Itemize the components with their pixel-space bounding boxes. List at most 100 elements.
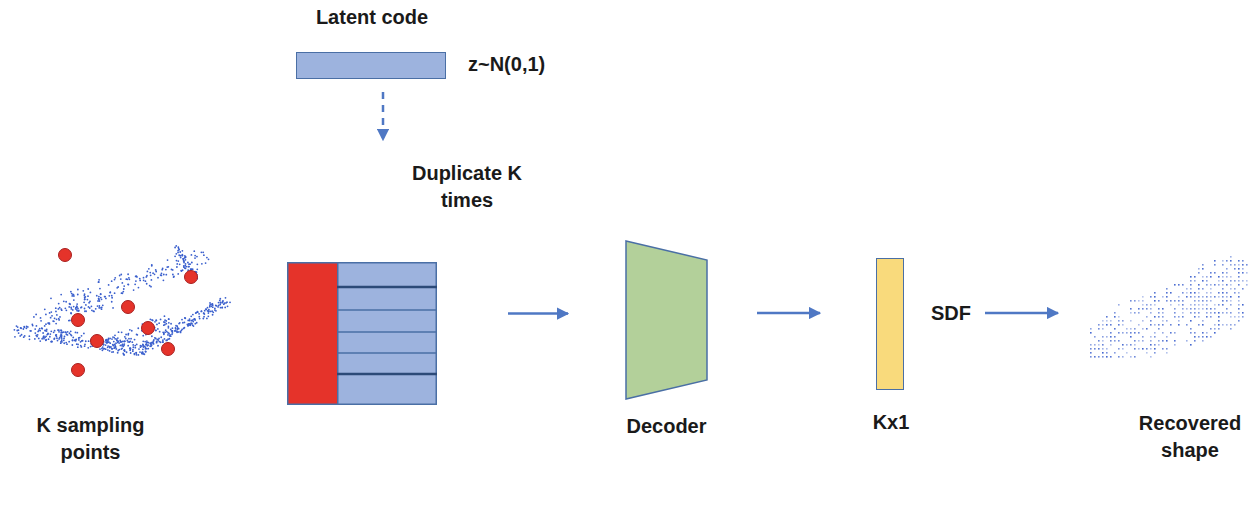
cloud-point xyxy=(113,337,115,339)
cloud-point xyxy=(154,273,156,275)
cloud-point xyxy=(134,345,136,347)
cloud-point xyxy=(161,274,163,276)
cloud-point xyxy=(179,331,181,333)
cloud-point xyxy=(189,318,191,320)
row-separator xyxy=(337,309,437,311)
voxel-point xyxy=(1222,288,1224,290)
voxel-point xyxy=(1182,284,1184,286)
cloud-point xyxy=(207,310,209,312)
cloud-point xyxy=(65,301,67,303)
voxel-point xyxy=(1238,320,1240,322)
voxel-point xyxy=(1202,324,1204,326)
cloud-point xyxy=(145,346,147,348)
cloud-point xyxy=(149,345,151,347)
cloud-point xyxy=(117,286,119,288)
voxel-point xyxy=(1174,344,1176,346)
cloud-point xyxy=(75,308,77,310)
cloud-point xyxy=(81,306,83,308)
voxel-point xyxy=(1106,324,1108,326)
cloud-point xyxy=(116,338,118,340)
voxel-point xyxy=(1134,332,1136,334)
voxel-point xyxy=(1238,284,1240,286)
cloud-point xyxy=(211,304,213,306)
voxel-point xyxy=(1178,284,1180,286)
cloud-point xyxy=(47,333,49,335)
cloud-point xyxy=(164,315,166,317)
cloud-point xyxy=(132,349,134,351)
cloud-point xyxy=(222,300,224,302)
cloud-point xyxy=(212,304,214,306)
cloud-point xyxy=(98,281,100,283)
cloud-point xyxy=(78,310,80,312)
cloud-point xyxy=(183,266,185,268)
sampling-point xyxy=(91,335,104,348)
voxel-point xyxy=(1190,296,1192,298)
voxel-point xyxy=(1118,320,1120,322)
cloud-point xyxy=(45,339,47,341)
cloud-point xyxy=(23,326,25,328)
voxel-point xyxy=(1142,336,1144,338)
voxel-point xyxy=(1134,312,1136,314)
cloud-point xyxy=(84,344,86,346)
cloud-point xyxy=(184,265,186,267)
cloud-point xyxy=(118,349,120,351)
cloud-point xyxy=(70,330,72,332)
voxel-point xyxy=(1238,304,1240,306)
cloud-point xyxy=(160,336,162,338)
voxel-point xyxy=(1186,288,1188,290)
cloud-point xyxy=(221,307,223,309)
voxel-point xyxy=(1166,300,1168,302)
cloud-point xyxy=(65,309,67,311)
voxel-point xyxy=(1194,280,1196,282)
cloud-point xyxy=(112,351,114,353)
cloud-point xyxy=(121,282,123,284)
cloud-point xyxy=(173,276,175,278)
voxel-point xyxy=(1130,344,1132,346)
voxel-point xyxy=(1190,280,1192,282)
voxel-point xyxy=(1186,340,1188,342)
cloud-point xyxy=(154,321,156,323)
voxel-point xyxy=(1222,280,1224,282)
voxel-point xyxy=(1150,348,1152,350)
voxel-point-cloud xyxy=(1090,256,1248,358)
cloud-point xyxy=(136,354,138,356)
voxel-point xyxy=(1226,300,1228,302)
voxel-point xyxy=(1122,332,1124,334)
voxel-point xyxy=(1146,348,1148,350)
cloud-point xyxy=(150,345,152,347)
cloud-point xyxy=(18,329,20,331)
cloud-point xyxy=(175,327,177,329)
cloud-point xyxy=(176,325,178,327)
cloud-point xyxy=(162,341,164,343)
cloud-point xyxy=(85,304,87,306)
voxel-point xyxy=(1238,292,1240,294)
cloud-point xyxy=(54,330,56,332)
input-matrix xyxy=(287,262,437,405)
cloud-point xyxy=(53,338,55,340)
cloud-point xyxy=(177,327,179,329)
cloud-point xyxy=(114,334,116,336)
voxel-point xyxy=(1094,336,1096,338)
sample-point-column xyxy=(288,263,338,405)
voxel-point xyxy=(1150,344,1152,346)
voxel-point xyxy=(1154,348,1156,350)
voxel-point xyxy=(1234,264,1236,266)
voxel-point xyxy=(1198,296,1200,298)
cloud-point xyxy=(84,299,86,301)
voxel-point xyxy=(1238,296,1240,298)
cloud-point xyxy=(203,316,205,318)
voxel-point xyxy=(1230,284,1232,286)
cloud-point xyxy=(63,339,65,341)
cloud-point xyxy=(156,341,158,343)
cloud-point xyxy=(142,345,144,347)
voxel-point xyxy=(1242,312,1244,314)
cloud-point xyxy=(218,302,220,304)
cloud-point xyxy=(154,337,156,339)
cloud-point xyxy=(165,329,167,331)
cloud-point xyxy=(71,344,73,346)
cloud-point xyxy=(226,301,228,303)
voxel-point xyxy=(1130,332,1132,334)
cloud-point xyxy=(61,309,63,311)
cloud-point xyxy=(156,342,158,344)
voxel-point xyxy=(1130,300,1132,302)
